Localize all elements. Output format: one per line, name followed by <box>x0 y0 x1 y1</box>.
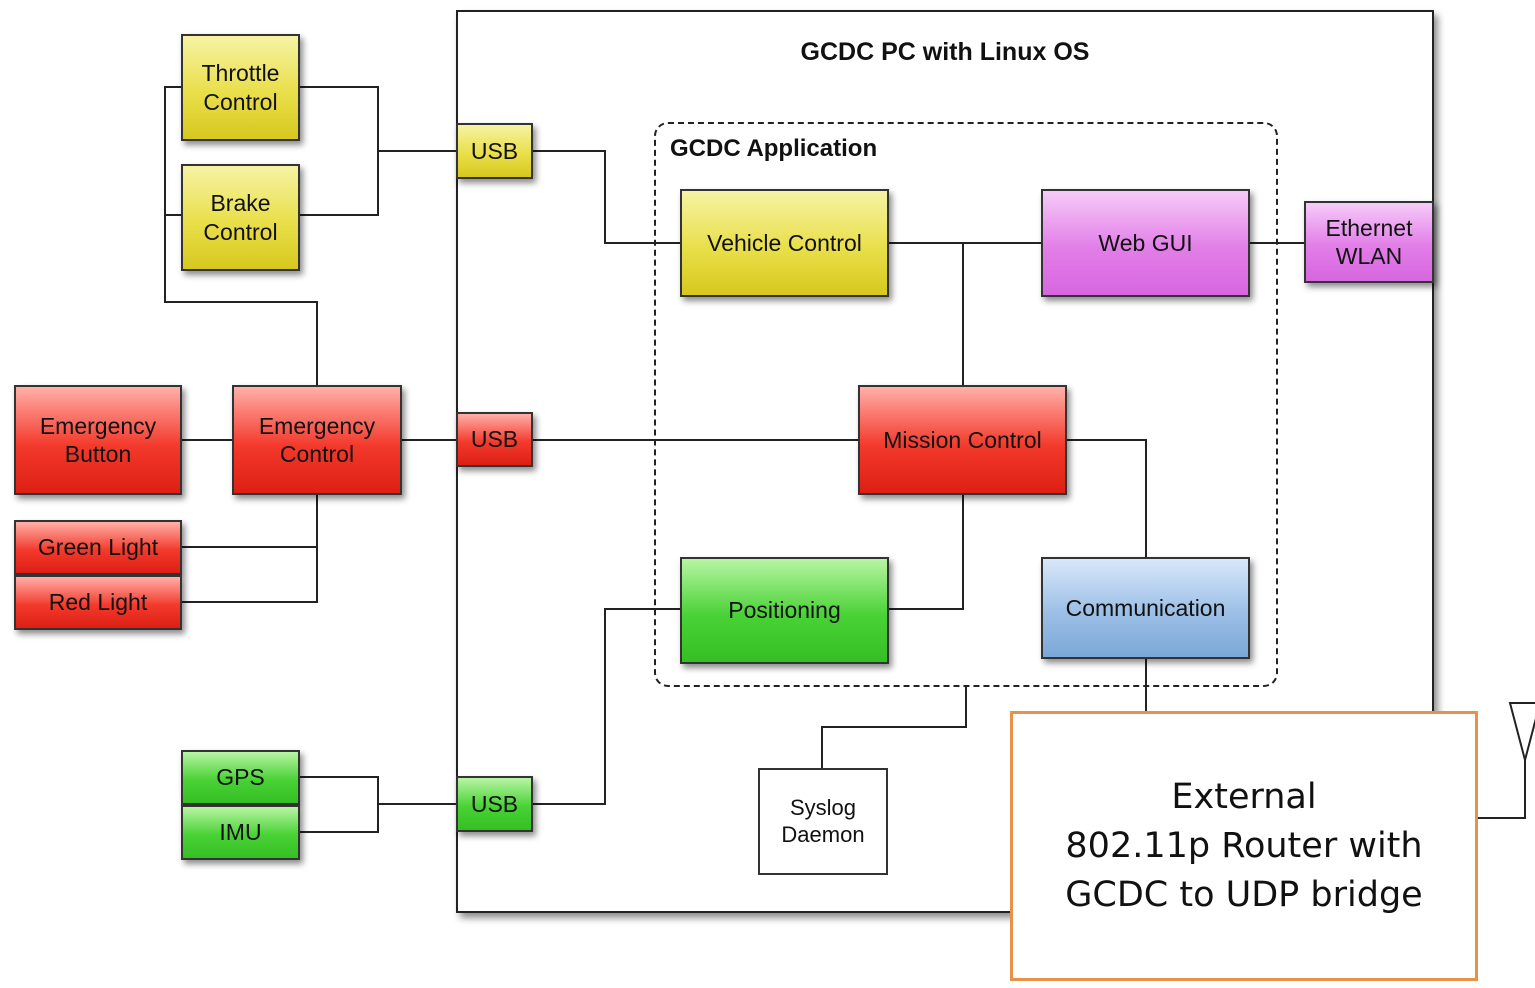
imu-block: IMU <box>181 805 300 860</box>
emergency-control-block: Emergency Control <box>232 385 402 495</box>
vehicle-control-block: Vehicle Control <box>680 189 889 297</box>
emergency-button-block: Emergency Button <box>14 385 182 495</box>
syslog-daemon-block: Syslog Daemon <box>758 768 888 875</box>
red-light-block: Red Light <box>14 575 182 630</box>
connector-usb-vehicle <box>533 150 680 244</box>
usb-port-middle: USB <box>456 412 533 467</box>
connector-lights <box>182 495 318 603</box>
antenna-icon <box>1508 702 1535 764</box>
connector-mission-positioning <box>889 495 964 610</box>
external-router-label: External 802.11p Router with GCDC to UDP… <box>1065 776 1423 915</box>
ethernet-wlan-block: Ethernet WLAN <box>1304 201 1434 283</box>
positioning-block: Positioning <box>680 557 889 664</box>
gcdc-application-container <box>654 122 1278 687</box>
mission-control-block: Mission Control <box>858 385 1067 495</box>
green-light-block: Green Light <box>14 520 182 575</box>
throttle-control-block: Throttle Control <box>181 34 300 141</box>
connector-router-antenna <box>1478 760 1526 819</box>
usb-port-top: USB <box>456 123 533 179</box>
connector-app-syslog <box>821 687 967 768</box>
communication-block: Communication <box>1041 557 1250 659</box>
gps-block: GPS <box>181 750 300 805</box>
connector-gps-imu-usb <box>300 776 456 833</box>
usb-port-bottom: USB <box>456 776 533 832</box>
connector-throttle-brake-usb <box>300 86 456 216</box>
web-gui-block: Web GUI <box>1041 189 1250 297</box>
external-router-block: External 802.11p Router with GCDC to UDP… <box>1010 711 1478 981</box>
gcdc-application-title: GCDC Application <box>670 135 878 162</box>
connector-usb-positioning <box>533 608 680 805</box>
connector-throttle-brake-emergency <box>164 86 318 385</box>
brake-control-block: Brake Control <box>181 164 300 271</box>
connector-mission-communication <box>1067 439 1147 557</box>
gcdc-pc-title: GCDC PC with Linux OS <box>800 38 1090 66</box>
